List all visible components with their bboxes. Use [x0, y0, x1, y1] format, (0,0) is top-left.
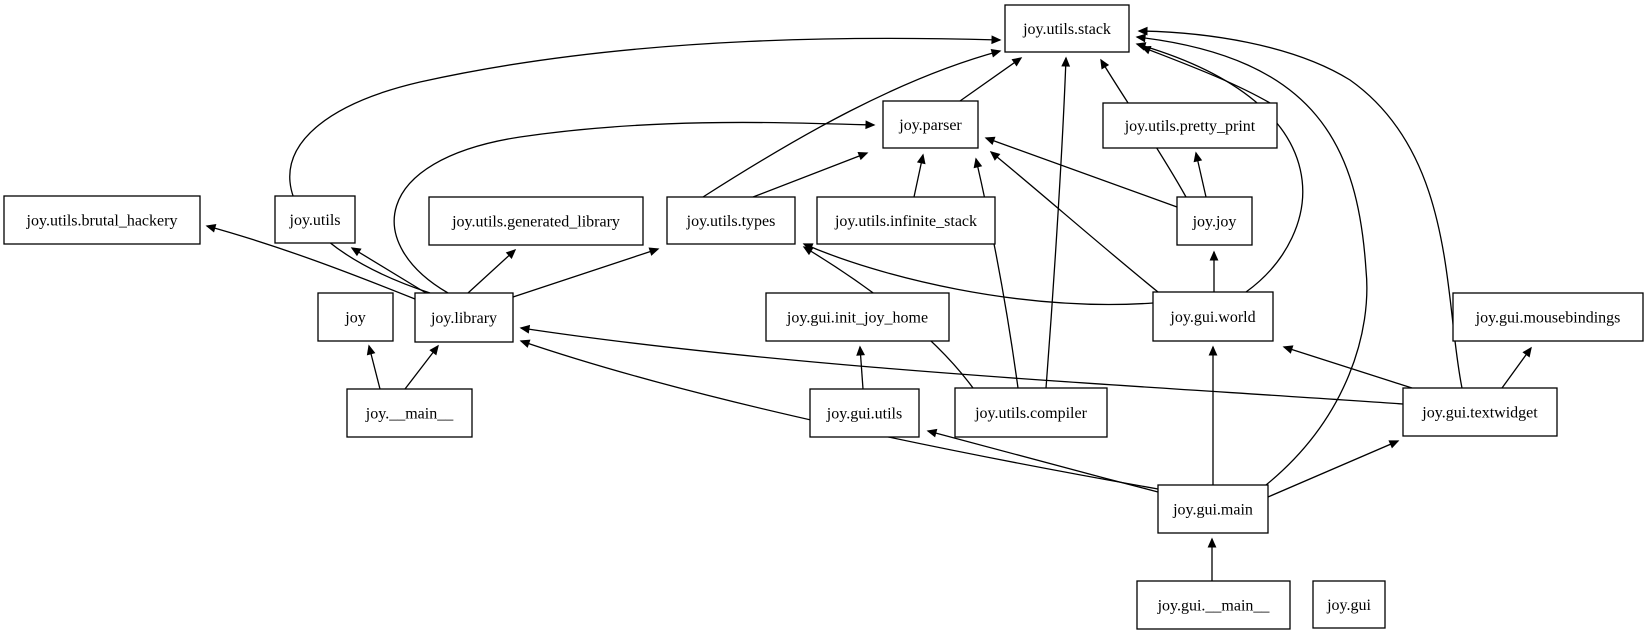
graph-node-joy-gui-world: joy.gui.world	[1152, 291, 1274, 342]
dep-edge-joy-library--to--joy-utils	[350, 247, 427, 294]
dep-edge-joy-utils-compiler--to--joy-utils-stack	[1045, 56, 1071, 389]
graph-node-label-joy-utils-brutal-hackery: joy.utils.brutal_hackery	[26, 213, 178, 230]
graph-node-label-joy-utils-types: joy.utils.types	[686, 213, 776, 230]
graph-node-box-joy-gui-world	[1152, 291, 1274, 342]
graph-node-joy-utils: joy.utils	[274, 195, 356, 244]
graph-node-label-joy-main: joy.__main__	[365, 406, 454, 423]
graph-node-box-joy-utils-generated-library	[428, 196, 644, 246]
graph-node-box-joy-gui-textwidget	[1402, 387, 1558, 437]
graph-node-box-joy-gui-main	[1157, 484, 1269, 534]
graph-node-label-joy-utils-compiler: joy.utils.compiler	[974, 405, 1088, 422]
dep-edge-joy-utils-compiler--to--joy-parser	[973, 157, 1019, 389]
graph-node-joy-gui-init-joy-home: joy.gui.init_joy_home	[765, 292, 950, 342]
graph-node-box-joy-gui-main-dunder	[1136, 580, 1291, 630]
dep-edge-joy-gui-world--to--joy-parser	[989, 151, 1159, 293]
graph-node-label-joy: joy	[344, 310, 365, 327]
graph-node-joy-library: joy.library	[414, 292, 514, 343]
graph-node-box-joy-joy	[1176, 196, 1253, 246]
dep-edge-joy-main--to--joy-library	[404, 344, 439, 390]
graph-node-box-joy-gui	[1312, 580, 1386, 629]
graph-node-joy-utils-pretty-print: joy.utils.pretty_print	[1102, 102, 1278, 149]
dep-edge-joy-utils-types--to--joy-utils-stack	[702, 48, 1002, 198]
graph-node-box-joy-utils-types	[666, 196, 796, 245]
dep-edge-joy-utils-infinite-stack--to--joy-parser	[913, 153, 926, 198]
edges-layer	[205, 26, 1532, 581]
graph-node-label-joy-joy: joy.joy	[1192, 214, 1237, 231]
graph-node-label-joy-library: joy.library	[430, 310, 497, 327]
dep-edge-joy-library--to--joy-utils-generated-library	[467, 248, 517, 294]
dep-edge-joy-utils-pretty-print--to--joy-utils-stack	[1140, 46, 1271, 104]
graph-node-joy-utils-brutal-hackery: joy.utils.brutal_hackery	[3, 195, 201, 245]
dep-edge-joy-library--to--joy-utils-brutal-hackery	[205, 224, 416, 300]
dep-edge-joy-gui-main--to--joy-utils-stack	[1135, 33, 1368, 486]
graph-node-label-joy-gui-main-dunder: joy.gui.__main__	[1157, 598, 1271, 615]
graph-node-joy-utils-infinite-stack: joy.utils.infinite_stack	[816, 196, 996, 245]
graph-node-label-joy-utils-stack: joy.utils.stack	[1022, 21, 1111, 38]
dep-edge-joy-library--to--joy-utils-stack	[289, 35, 1002, 294]
graph-node-joy-utils-generated-library: joy.utils.generated_library	[428, 196, 644, 246]
dep-edge-joy-gui-textwidget--to--joy-utils-stack	[1137, 26, 1463, 389]
graph-node-joy-parser: joy.parser	[882, 100, 979, 149]
graph-node-label-joy-utils-generated-library: joy.utils.generated_library	[451, 214, 620, 231]
graph-node-label-joy-gui-textwidget: joy.gui.textwidget	[1421, 405, 1538, 422]
graph-node-label-joy-gui-init-joy-home: joy.gui.init_joy_home	[786, 310, 928, 327]
graph-node-box-joy-utils	[274, 195, 356, 244]
graph-node-box-joy	[317, 292, 394, 342]
graph-node-box-joy-gui-utils	[809, 388, 920, 438]
dep-edge-joy-gui-textwidget--to--joy-library	[519, 324, 1404, 405]
graph-node-label-joy-gui-utils: joy.gui.utils	[826, 406, 902, 423]
dep-edge-joy-library--to--joy-utils-types	[512, 247, 660, 298]
graph-node-joy-joy: joy.joy	[1176, 196, 1253, 246]
graph-node-joy-gui: joy.gui	[1312, 580, 1386, 629]
graph-node-joy-gui-textwidget: joy.gui.textwidget	[1402, 387, 1558, 437]
graph-node-joy-gui-main: joy.gui.main	[1157, 484, 1269, 534]
nodes-layer: joy.utils.stack joy.parser joy.utils.prett…	[3, 4, 1644, 630]
dep-edge-joy-gui-world--to--joy-utils-stack	[1135, 42, 1304, 293]
graph-node-box-joy-utils-compiler	[954, 387, 1108, 438]
graph-node-label-joy-gui-main: joy.gui.main	[1172, 502, 1253, 519]
graph-node-box-joy-utils-infinite-stack	[816, 196, 996, 245]
graph-node-joy-main: joy.__main__	[346, 388, 473, 438]
dep-edge-joy-gui-utils--to--joy-gui-init-joy-home	[856, 345, 865, 390]
graph-node-label-joy-gui: joy.gui	[1326, 597, 1371, 614]
dep-edge-joy-utils-types--to--joy-parser	[752, 151, 869, 198]
graph-node-label-joy-parser: joy.parser	[898, 117, 962, 134]
graph-node-joy-gui-mousebindings: joy.gui.mousebindings	[1452, 292, 1644, 342]
graph-node-label-joy-utils: joy.utils	[289, 212, 341, 229]
dep-edge-joy-gui-main--to--joy-gui-textwidget	[1267, 440, 1400, 498]
graph-node-joy: joy	[317, 292, 394, 342]
graph-node-box-joy-utils-stack	[1004, 4, 1130, 53]
graph-node-box-joy-main	[346, 388, 473, 438]
graph-node-box-joy-gui-init-joy-home	[765, 292, 950, 342]
graph-node-box-joy-library	[414, 292, 514, 343]
dep-edge-joy-gui-world--to--joy-utils-types	[802, 243, 1154, 306]
graph-node-box-joy-utils-pretty-print	[1102, 102, 1278, 149]
graph-node-box-joy-parser	[882, 100, 979, 149]
dep-edge-joy-gui-main--to--joy-gui-utils	[926, 428, 1159, 493]
graph-node-joy-gui-utils: joy.gui.utils	[809, 388, 920, 438]
graph-node-box-joy-gui-mousebindings	[1452, 292, 1644, 342]
graph-node-label-joy-utils-pretty-print: joy.utils.pretty_print	[1124, 118, 1256, 135]
dep-edge-joy-gui-textwidget--to--joy-gui-mousebindings	[1501, 346, 1532, 389]
dep-edge-joy-joy--to--joy-parser	[984, 136, 1178, 208]
graph-node-joy-utils-stack: joy.utils.stack	[1004, 4, 1130, 53]
dep-edge-joy-main--to--joy	[366, 344, 381, 390]
graph-node-joy-utils-compiler: joy.utils.compiler	[954, 387, 1108, 438]
dep-edge-joy-gui-textwidget--to--joy-gui-world	[1282, 345, 1413, 389]
graph-node-joy-utils-types: joy.utils.types	[666, 196, 796, 245]
dep-edge-joy-library--to--joy-parser	[393, 120, 876, 294]
graph-node-box-joy-utils-brutal-hackery	[3, 195, 201, 245]
graph-node-label-joy-gui-mousebindings: joy.gui.mousebindings	[1475, 310, 1621, 327]
dep-edge-joy-parser--to--joy-utils-stack	[959, 57, 1023, 102]
graph-node-joy-gui-main-dunder: joy.gui.__main__	[1136, 580, 1291, 630]
graph-node-label-joy-gui-world: joy.gui.world	[1169, 309, 1255, 326]
dep-edge-joy-joy--to--joy-utils-pretty-print	[1193, 151, 1207, 198]
graph-node-label-joy-utils-infinite-stack: joy.utils.infinite_stack	[834, 213, 977, 230]
